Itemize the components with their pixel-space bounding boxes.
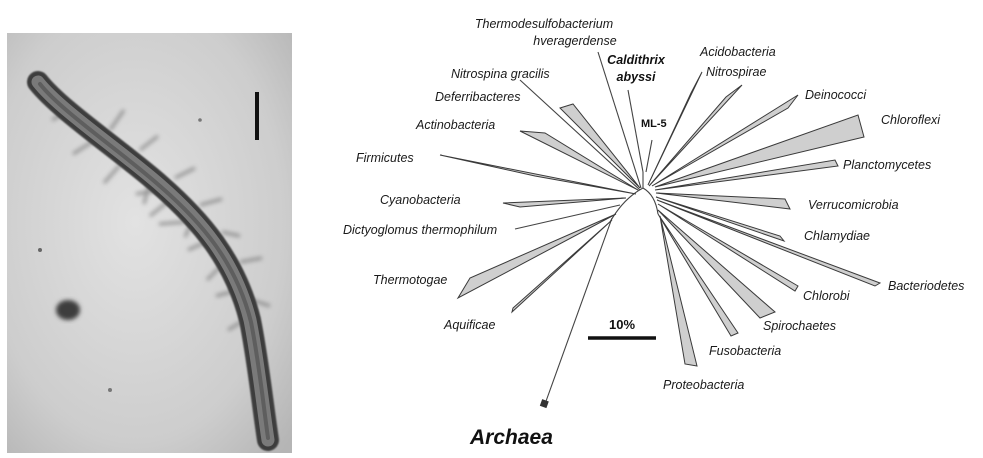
- label-caldithrix: Caldithrix: [607, 53, 666, 67]
- tree-scale-label: 10%: [609, 317, 635, 332]
- label-deferribacteres: Deferribacteres: [435, 90, 520, 104]
- label-verrucomicrobia: Verrucomicrobia: [808, 198, 899, 212]
- branch-caldithrix[interactable]: [628, 90, 643, 172]
- label-aquificae: Aquificae: [443, 318, 495, 332]
- debris-speck: [198, 118, 202, 122]
- label-chloroflexi: Chloroflexi: [881, 113, 941, 127]
- branch-dictyoglomus[interactable]: [515, 205, 620, 229]
- micrograph-panel: [7, 33, 292, 453]
- tree-backbone[interactable]: [610, 188, 643, 222]
- label-deinococci: Deinococci: [805, 88, 867, 102]
- label-fusobacteria: Fusobacteria: [709, 344, 781, 358]
- debris-speck: [108, 388, 112, 392]
- root-label-archaea: Archaea: [469, 426, 553, 449]
- micrograph-scale-bar: [255, 92, 259, 140]
- phylogenetic-tree: Thermodesulfobacterium hveragerdense Cal…: [343, 17, 964, 449]
- wedge-nitrospirae[interactable]: [649, 85, 742, 186]
- branch-ml5[interactable]: [646, 140, 652, 172]
- label-actinobacteria: Actinobacteria: [415, 118, 495, 132]
- label-thermodesulfobacterium: hveragerdense: [533, 34, 616, 48]
- label-thermodesulfobacterium: Thermodesulfobacterium: [475, 17, 613, 31]
- label-chlorobi: Chlorobi: [803, 289, 851, 303]
- label-caldithrix: abyssi: [617, 70, 656, 84]
- label-thermotogae: Thermotogae: [373, 273, 447, 287]
- debris-spot: [56, 300, 80, 320]
- label-firmicutes: Firmicutes: [356, 151, 414, 165]
- label-chlamydiae: Chlamydiae: [804, 229, 870, 243]
- label-spirochaetes: Spirochaetes: [763, 319, 836, 333]
- label-ml5: ML-5: [641, 118, 667, 130]
- label-planctomycetes: Planctomycetes: [843, 158, 931, 172]
- wedge-cyanobacteria[interactable]: [503, 198, 626, 207]
- label-acidobacteria: Acidobacteria: [699, 45, 776, 59]
- label-nitrospirae: Nitrospirae: [706, 65, 766, 79]
- label-nitrospina: Nitrospina gracilis: [451, 67, 550, 81]
- label-proteobacteria: Proteobacteria: [663, 378, 744, 392]
- label-dictyoglomus: Dictyoglomus thermophilum: [343, 223, 497, 237]
- root-node-marker: [540, 399, 549, 408]
- wedge-aquificae[interactable]: [512, 220, 612, 312]
- debris-speck: [38, 248, 42, 252]
- label-bacteriodetes: Bacteriodetes: [888, 279, 964, 293]
- tree-backbone[interactable]: [643, 188, 658, 214]
- label-cyanobacteria: Cyanobacteria: [380, 193, 461, 207]
- wedge-actinobacteria[interactable]: [520, 131, 638, 190]
